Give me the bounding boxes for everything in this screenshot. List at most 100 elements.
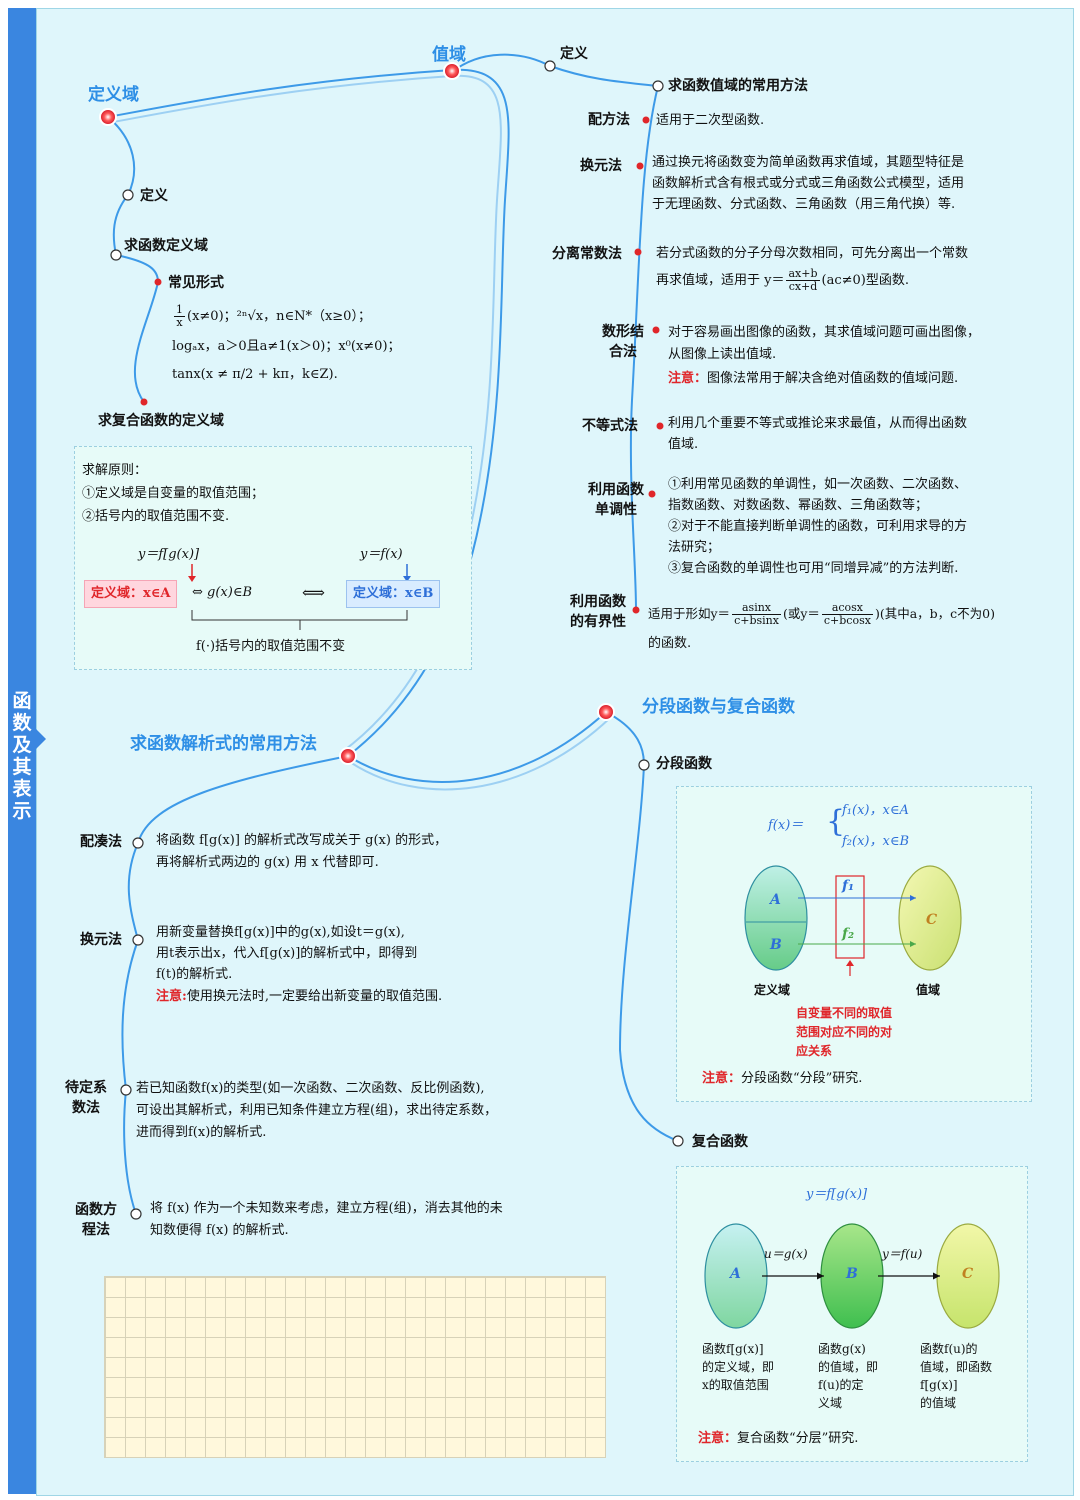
section-title-domain: 定义域 [88,85,139,105]
analytic-m3-label: 待定系数法 [65,1080,107,1116]
range-m5-line-1: 利用几个重要不等式或推论来求最值，从而得出函数 [668,416,968,431]
range-m7-label: 利用函数的有界性 [570,594,626,630]
branch-node [122,189,134,201]
branch-node [132,837,144,849]
branch-node [638,759,650,771]
analytic-m2-note: 注意:使用换元法时,一定要给出新变量的取值范围. [156,989,443,1004]
section-title-piecewise: 分段函数与复合函数 [642,697,795,717]
analytic-m3-line-1: 若已知函数f(x)的类型(如一次函数、二次函数、反比例函数), [136,1081,485,1096]
analytic-m2-line-1: 用新变量替换f[g(x)]中的g(x),如设t＝g(x), [156,925,405,940]
analytic-m2-label: 换元法 [80,932,122,948]
comp-oval-a: A [730,1266,741,1282]
principle-1: ①定义域是自变量的取值范围； [82,486,265,501]
range-m4-note: 注意：图像法常用于解决含绝对值函数的值域问题. [668,371,959,386]
side-tab-arrow [34,727,46,751]
side-title-char: 示 [12,800,32,822]
principle-title: 求解原则： [82,463,148,478]
pw-oval-c: C [926,912,938,928]
side-title-char: 及 [12,734,32,756]
piecewise-diagram [744,865,962,976]
range-m2-line-3: 于无理函数、分式函数、三角函数（用三角代换）等. [652,197,956,212]
range-m5-line-2: 值域. [668,437,699,452]
leaf-node [642,116,650,124]
range-m1-text: 适用于二次型函数. [656,113,765,128]
domain-definition-label: 定义 [140,188,168,204]
range-m4-label: 数形结合法 [602,324,644,360]
pw-case-1: f₁(x)，x∈A [842,803,909,818]
range-m6-line-1: ①利用常见函数的单调性，如一次函数、二次函数、 [668,477,968,492]
domain-middle: ⇔ g(x)∈B [192,585,252,600]
side-title-char: 表 [12,778,32,800]
domain-form-line-2: logₐx，a＞0且a≠1(x＞0)；x⁰(x≠0)； [172,339,401,354]
comp-oval-c: C [962,1266,974,1282]
comp-note: 注意：复合函数“分层”研究. [698,1431,859,1446]
side-title-char: 函 [12,690,32,712]
pw-brace: { [826,804,846,839]
leaf-node [632,606,640,614]
analytic-m2-line-2: 用t表示出x，代入f[g(x)]的解析式中，即得到 [156,946,418,961]
pw-red-note-2: 范围对应不同的对 [796,1025,893,1039]
branch-node [120,1084,132,1096]
notes-grid[interactable] [104,1276,606,1458]
analytic-m4-line-1: 将 f(x) 作为一个未知数来考虑，建立方程(组)，消去其他的未 [150,1201,503,1216]
side-title-char: 其 [12,756,32,778]
leaf-node [140,398,148,406]
composite-diagram [704,1223,1000,1329]
domain-principle-box [74,446,472,670]
branch-node [544,60,556,72]
pw-f1: f₁ [842,878,855,894]
range-m4-line-1: 对于容易画出图像的函数，其求值域问题可画出图像， [668,325,981,340]
pw-formula-left: f(x)＝ [768,818,804,833]
principle-2: ②括号内的取值范围不变. [82,509,230,524]
leaf-node [652,326,660,334]
pw-red-note-3: 应关系 [796,1044,833,1058]
domain-arrows [188,564,411,630]
pw-red-note-1: 自变量不同的取值 [796,1006,893,1020]
branch-node [110,249,122,261]
domain-right-box: 定义域：x∈B [346,580,441,608]
range-definition-label: 定义 [560,46,588,62]
range-m7-line-2: 的函数. [648,636,692,651]
piecewise-label: 分段函数 [656,756,712,772]
node-range [443,62,461,80]
section-title-analytic: 求函数解析式的常用方法 [130,734,317,754]
range-methods-title: 求函数值域的常用方法 [668,78,808,94]
composite-label: 复合函数 [692,1134,748,1150]
analytic-m3-line-3: 进而得到f(x)的解析式. [136,1125,267,1140]
side-title: 函数及其表示 [8,690,36,822]
leaf-node [656,422,664,430]
comp-u-eq: u＝g(x) [764,1247,808,1261]
range-m6-line-3: ②对于不能直接判断单调性的函数，可利用求导的方 [668,519,968,534]
analytic-m1-label: 配凑法 [80,834,122,850]
analytic-m2-line-3: f(t)的解析式. [156,967,233,982]
range-m2-line-2: 函数解析式含有根式或分式或三角函数公式模型，适用 [652,176,965,191]
pw-note: 注意：分段函数“分段”研究. [702,1071,863,1086]
range-m2-line-1: 通过换元将函数变为简单函数再求值域，其题型特征是 [652,155,965,170]
analytic-m4-line-2: 知数便得 f(x) 的解析式. [150,1223,289,1238]
analytic-m3-line-2: 可设出其解析式，利用已知条件建立方程(组)，求出待定系数， [136,1103,498,1118]
section-title-range: 值域 [432,45,466,65]
side-title-char: 数 [12,712,32,734]
comp-oval-b: B [846,1266,858,1282]
node-piecewise [597,703,615,721]
domain-form-line-3: tanx(x ≠ π/2 + kπ，k∈Z). [172,367,338,382]
branch-node [132,934,144,946]
node-domain [99,108,117,126]
range-m4-line-2: 从图像上读出值域. [668,347,777,362]
comp-formula: y＝f[g(x)] [806,1187,868,1202]
leaf-node [634,248,642,256]
range-m3-label: 分离常数法 [552,246,622,262]
pw-range-label: 值域 [916,983,941,997]
pw-oval-a: A [770,892,781,908]
